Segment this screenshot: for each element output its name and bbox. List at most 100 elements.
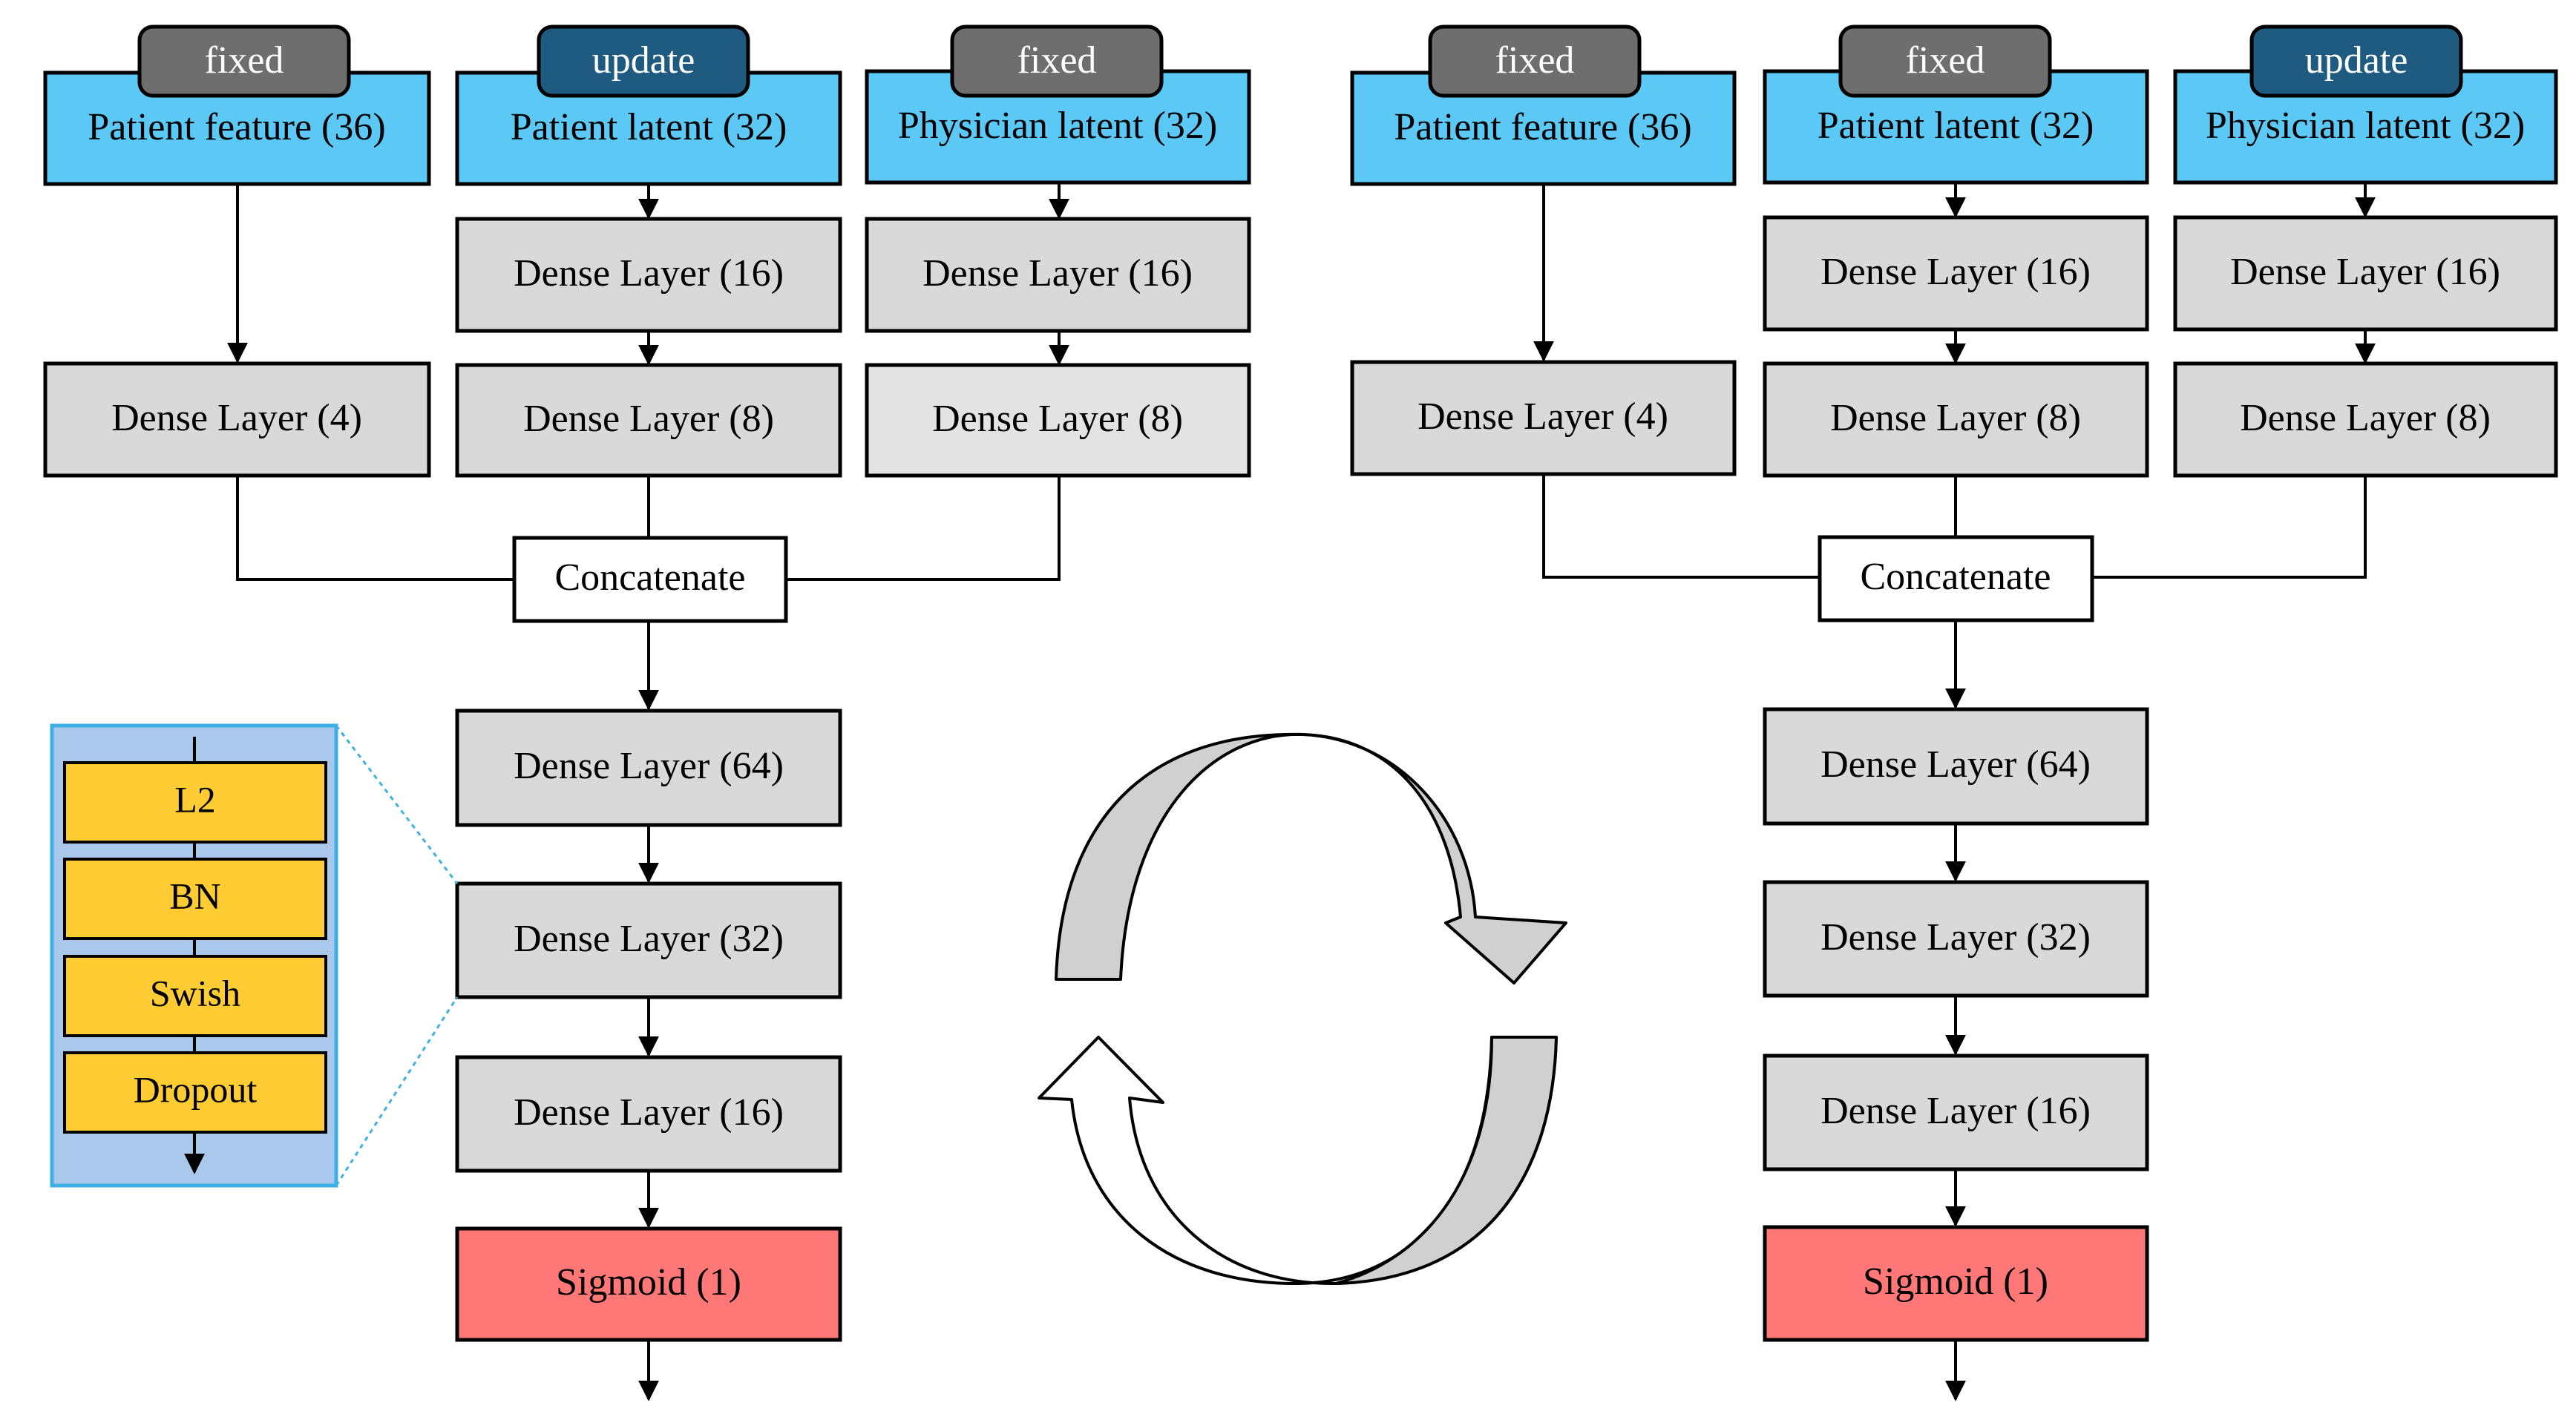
input-label: Patient feature (36) <box>88 106 385 148</box>
cycle-arrow-bottom-shade <box>1334 1036 1558 1285</box>
cycle-arrow-top <box>1055 732 1567 985</box>
dense-layer-label: Dense Layer (4) <box>111 397 362 439</box>
status-badge-label: update <box>592 39 695 82</box>
dense-layer-label: Dense Layer (16) <box>1820 1090 2091 1132</box>
right-branch2-dense-8: Dense Layer (8) <box>2173 361 2558 478</box>
dense-layer-box <box>1763 1054 2149 1171</box>
dense-layer-box <box>1350 360 1737 476</box>
right-model: Patient feature (36) fixed Patient laten… <box>1350 24 2558 1342</box>
dense-layer-label: Dense Layer (16) <box>922 252 1193 295</box>
dense-layer-label: Dense Layer (16) <box>514 1091 784 1134</box>
dense-layer-box <box>1763 880 2149 998</box>
dense-layer-label: Dense Layer (32) <box>1820 916 2091 959</box>
inset-block <box>63 761 327 844</box>
inset-block-label: Swish <box>150 972 240 1013</box>
concatenate-box <box>512 536 788 623</box>
left-branch0-dense-4: Dense Layer (4) <box>43 361 431 478</box>
status-badge-label: update <box>2305 39 2408 82</box>
connector-line <box>2092 476 2367 579</box>
zoom-guide-line <box>335 996 459 1186</box>
dense-layer-label: Dense Layer (8) <box>1830 397 2081 439</box>
dense-layer-box <box>455 217 842 333</box>
dense-layer-box <box>1763 707 2149 826</box>
dense-layer-label: Dense Layer (16) <box>1820 251 2091 293</box>
right-branch0-dense-4: Dense Layer (4) <box>1350 360 1737 476</box>
inset-block-bn: BN <box>63 858 327 940</box>
dense-layer-label: Dense Layer (4) <box>1418 395 1668 438</box>
left-trunk-dense-32: Dense Layer (32) <box>455 881 842 999</box>
sigmoid-box <box>455 1226 842 1342</box>
left-tag-update-patient-latent: update <box>537 24 750 98</box>
left-tag-fixed-patient-feature: fixed <box>137 24 351 98</box>
inset-block-l2: L2 <box>63 761 327 844</box>
right-branch1-dense-16: Dense Layer (16) <box>1763 215 2149 332</box>
inset-block-dropout: Dropout <box>63 1051 327 1134</box>
dense-layer-label: Dense Layer (8) <box>2240 397 2491 439</box>
sigmoid-label: Sigmoid (1) <box>556 1261 741 1304</box>
left-branch2-dense-16: Dense Layer (16) <box>865 217 1251 333</box>
status-badge <box>1428 24 1642 98</box>
left-trunk-dense-64: Dense Layer (64) <box>455 709 842 827</box>
dense-layer-label: Dense Layer (8) <box>523 398 774 440</box>
left-branch1-dense-8: Dense Layer (8) <box>455 363 842 478</box>
dense-layer-box <box>2173 215 2558 332</box>
connector-line <box>1542 474 1820 579</box>
right-output-sigmoid: Sigmoid (1) <box>1763 1225 2149 1342</box>
status-badge-label: fixed <box>205 39 284 82</box>
zoom-guide-line <box>335 725 459 884</box>
concatenate-label: Concatenate <box>1861 556 2051 598</box>
right-tag-update-physician-latent: update <box>2249 24 2463 98</box>
dense-layer-box <box>865 363 1251 478</box>
left-output-sigmoid: Sigmoid (1) <box>455 1226 842 1342</box>
status-badge <box>137 24 351 98</box>
input-label: Patient latent (32) <box>1818 105 2094 147</box>
right-trunk-dense-64: Dense Layer (64) <box>1763 707 2149 826</box>
inset-block <box>63 858 327 940</box>
input-label: Patient feature (36) <box>1394 106 1691 148</box>
sigmoid-label: Sigmoid (1) <box>1863 1260 2048 1303</box>
dense-layer-label: Dense Layer (16) <box>514 252 784 295</box>
inset-block <box>63 1051 327 1134</box>
right-branch2-dense-16: Dense Layer (16) <box>2173 215 2558 332</box>
right-trunk-dense-32: Dense Layer (32) <box>1763 880 2149 998</box>
dense-layer-label: Dense Layer (8) <box>932 398 1183 440</box>
right-trunk-dense-16: Dense Layer (16) <box>1763 1054 2149 1171</box>
input-label: Patient latent (32) <box>511 106 787 148</box>
dense-layer-label: Dense Layer (64) <box>514 745 784 787</box>
left-branch2-dense-8: Dense Layer (8) <box>865 363 1251 478</box>
alternating-update-cycle <box>1038 732 1567 1286</box>
status-badge-label: fixed <box>1017 39 1097 82</box>
dense-layer-box <box>865 217 1251 333</box>
dense-layer-box <box>455 709 842 827</box>
right-tag-fixed-patient-feature: fixed <box>1428 24 1642 98</box>
right-input-physician-latent: Physician latent (32) <box>2173 69 2558 185</box>
left-branch1-dense-16: Dense Layer (16) <box>455 217 842 333</box>
concatenate-label: Concatenate <box>555 556 746 599</box>
inset-block-label: L2 <box>174 778 216 820</box>
dense-layer-label: Dense Layer (64) <box>1820 743 2091 786</box>
right-concatenate: Concatenate <box>1818 535 2094 622</box>
dense-layer-box <box>1763 361 2149 478</box>
dense-layer-box <box>2173 361 2558 478</box>
inset-block-label: Dropout <box>134 1068 258 1110</box>
input-label: Physician latent (32) <box>2206 105 2525 147</box>
input-label: Physician latent (32) <box>898 105 1217 147</box>
inset-block-label: BN <box>169 875 220 916</box>
left-tag-fixed-physician-latent: fixed <box>950 24 1164 98</box>
right-tag-fixed-patient-latent: fixed <box>1838 24 2052 98</box>
left-trunk-dense-16: Dense Layer (16) <box>455 1055 842 1173</box>
status-badge <box>1838 24 2052 98</box>
layer-detail-inset: L2 BN Swish Dropout <box>50 723 459 1188</box>
inset-block <box>63 955 327 1037</box>
status-badge-label: fixed <box>1495 39 1575 82</box>
dense-layer-box <box>455 1055 842 1173</box>
connector-lines <box>227 183 2376 1401</box>
right-branch1-dense-8: Dense Layer (8) <box>1763 361 2149 478</box>
dense-layer-label: Dense Layer (16) <box>2230 251 2500 293</box>
dense-layer-box <box>455 363 842 478</box>
sigmoid-box <box>1763 1225 2149 1342</box>
left-model: Patient feature (36) fixed Patient laten… <box>43 24 1251 1342</box>
dense-layer-box <box>43 361 431 478</box>
